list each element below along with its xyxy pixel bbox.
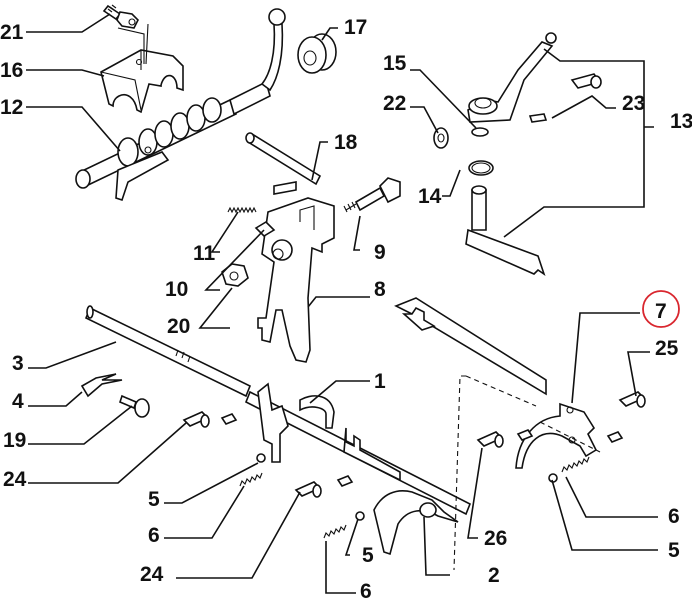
circlip-part-15 bbox=[471, 127, 489, 137]
callout-6-right: 6 bbox=[668, 505, 680, 528]
callout-9: 9 bbox=[374, 241, 386, 264]
nut-part-20 bbox=[221, 263, 249, 287]
callout-20: 20 bbox=[167, 315, 190, 338]
callout-24-left: 24 bbox=[3, 468, 27, 491]
callout-26: 26 bbox=[484, 527, 507, 550]
callout-3: 3 bbox=[12, 352, 24, 375]
callout-17: 17 bbox=[344, 16, 367, 39]
ball-part-5b bbox=[355, 511, 365, 521]
callout-23: 23 bbox=[622, 92, 645, 115]
leader-lines bbox=[26, 13, 658, 594]
washer-part-22 bbox=[433, 127, 449, 149]
callout-14: 14 bbox=[418, 185, 442, 208]
shift-fork-part-7 bbox=[394, 297, 598, 469]
detent-block-part-24b bbox=[294, 475, 354, 498]
callout-1: 1 bbox=[374, 370, 386, 393]
detent-block-part-24a bbox=[182, 411, 238, 428]
spring-part-6b bbox=[323, 524, 347, 539]
selector-shaft-part-12 bbox=[75, 8, 286, 202]
clip-part-4 bbox=[80, 373, 123, 398]
callout-6-bottom: 6 bbox=[360, 580, 372, 599]
spring-part-6a bbox=[239, 472, 263, 487]
callout-12: 12 bbox=[0, 96, 23, 119]
selector-fork-part-8 bbox=[257, 181, 335, 363]
bushing-part-17 bbox=[297, 33, 337, 74]
callout-5-right: 5 bbox=[668, 539, 680, 562]
bolt-part-19 bbox=[119, 394, 150, 418]
callout-13: 13 bbox=[670, 110, 692, 133]
callout-2: 2 bbox=[488, 564, 500, 587]
highlight-circle bbox=[642, 290, 680, 328]
o-ring-part-14 bbox=[468, 160, 494, 176]
callout-10: 10 bbox=[165, 278, 188, 301]
callout-7-highlighted: 7 bbox=[642, 290, 680, 328]
callout-5-left: 5 bbox=[148, 488, 160, 511]
callout-5-bottom: 5 bbox=[362, 544, 374, 567]
bracket-part-16 bbox=[100, 23, 184, 114]
shift-rod-part-1 bbox=[244, 382, 472, 516]
callout-6-left: 6 bbox=[148, 524, 160, 547]
assembly-guide-lines bbox=[453, 375, 601, 571]
rod-part-3 bbox=[84, 305, 252, 398]
callout-19: 19 bbox=[3, 429, 26, 452]
callout-8: 8 bbox=[374, 278, 386, 301]
callout-4: 4 bbox=[12, 390, 24, 413]
callout-7: 7 bbox=[655, 300, 667, 323]
callout-25: 25 bbox=[655, 337, 679, 360]
callout-24-bottom: 24 bbox=[140, 563, 164, 586]
callout-18: 18 bbox=[334, 131, 358, 154]
spring-part-11 bbox=[227, 206, 257, 214]
callout-16: 16 bbox=[0, 59, 23, 82]
pin-part-18 bbox=[245, 132, 322, 186]
detent-block-part-25 bbox=[606, 391, 646, 443]
callout-22: 22 bbox=[383, 92, 406, 115]
plunger-part-9 bbox=[343, 177, 401, 213]
callout-11: 11 bbox=[193, 242, 216, 265]
shift-fork-part-2 bbox=[373, 490, 459, 556]
lever-assembly-part-13 bbox=[465, 32, 602, 276]
ball-part-5a bbox=[256, 453, 266, 463]
callout-15: 15 bbox=[383, 52, 407, 75]
detent-block-part-26 bbox=[476, 429, 534, 448]
bolt-part-21 bbox=[102, 4, 139, 29]
spring-part-6c bbox=[561, 456, 590, 473]
callout-21: 21 bbox=[0, 21, 24, 44]
